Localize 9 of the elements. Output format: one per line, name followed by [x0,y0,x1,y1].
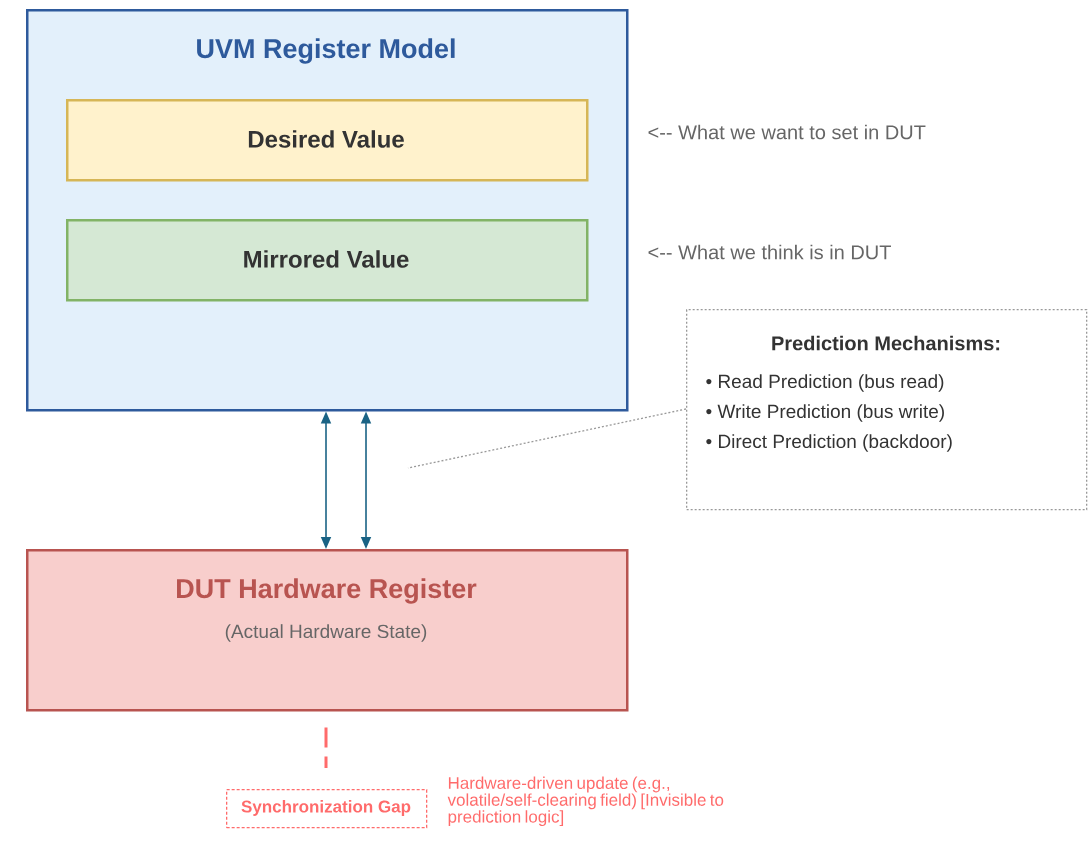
annotation-text: <-- What we think is in DUT [648,244,891,260]
annotation-text: <-- What we want to set in DUT [648,124,926,140]
gap-box: Synchronization Gap [226,789,428,829]
leader-line [407,408,687,469]
register-box: DUT Hardware Register (Actual Hardware State) [26,549,629,712]
annotation-text: Hardware-driven update (e.g., volatile/self-clearing field) [Invisible to prediction logic] [447,776,724,827]
value-box: Desired Value [66,99,589,182]
value-box: Mirrored Value [66,219,589,302]
callout-box: Prediction Mechanisms: • Read Prediction (bus read) • Write Prediction (bus write) • Direct Prediction (backdoor) [686,309,1088,511]
